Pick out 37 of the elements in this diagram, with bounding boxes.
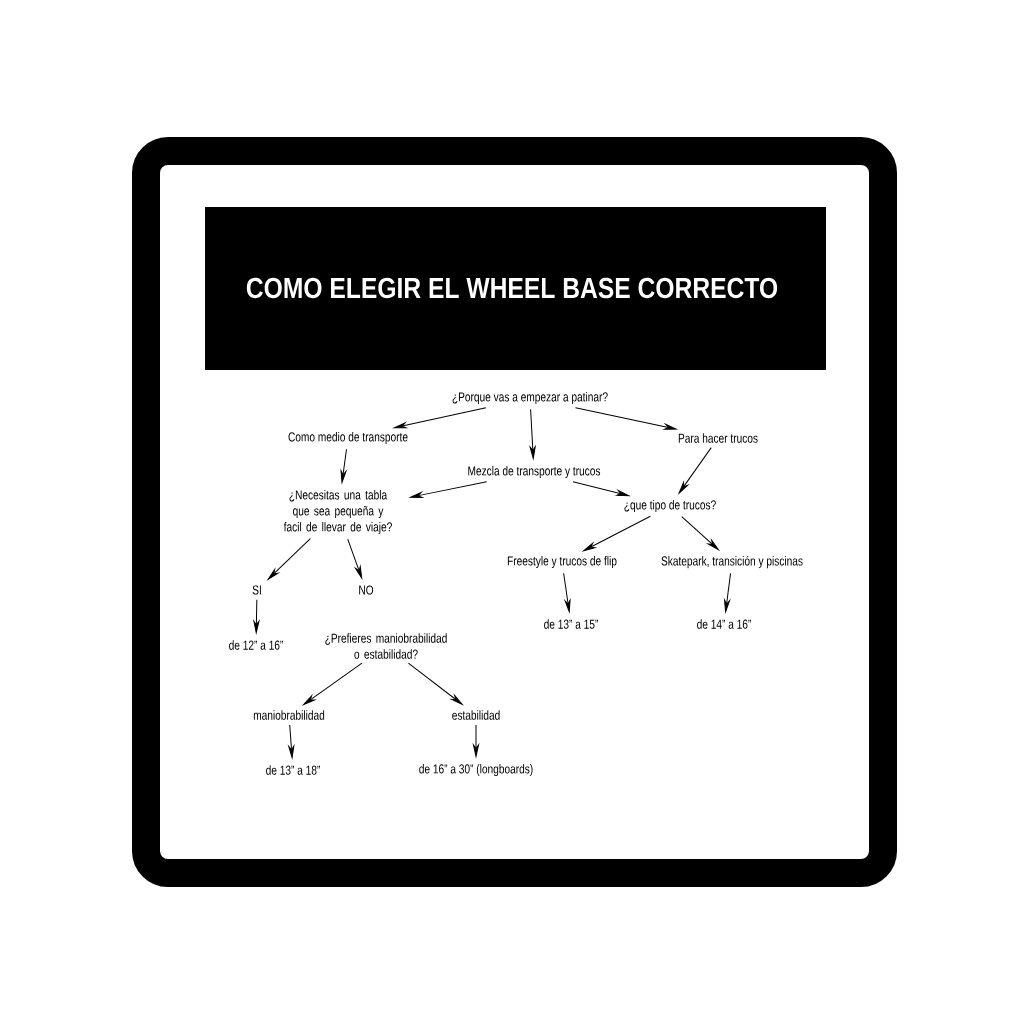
arrow <box>473 724 479 757</box>
arrow <box>409 481 488 498</box>
question-text: Como medio de transporte <box>288 431 408 445</box>
question-text: maniobrabilidad <box>253 710 325 720</box>
arrow <box>575 407 677 430</box>
question-text: ¿que tipo de trucos? <box>624 499 716 513</box>
question-text: NO <box>359 585 374 595</box>
arrow <box>253 599 260 634</box>
arrow <box>681 516 719 551</box>
question-text: Mezcla de transporte y trucos <box>468 465 601 479</box>
question-text: de 13” a 18” <box>266 765 320 775</box>
arrow <box>267 538 311 580</box>
arrow <box>572 481 630 497</box>
question-text: de 12” a 16” <box>229 640 283 650</box>
question-text: ¿Prefieres maniobrabilidad o estabilidad? <box>325 633 447 659</box>
arrow <box>303 662 363 705</box>
arrow <box>583 515 651 552</box>
question-text: Freestyle y trucos de flip <box>507 555 617 569</box>
question-text: ¿Porque vas a empezar a patinar? <box>452 391 608 405</box>
question-text: Skatepark, transición y piscinas <box>661 555 803 569</box>
arrow <box>529 408 536 459</box>
arrow <box>407 662 463 705</box>
arrow <box>340 448 347 483</box>
question-text: de 16” a 30” (longboards) <box>419 763 533 777</box>
arrow <box>347 538 363 579</box>
question-text: SI <box>252 585 261 595</box>
arrow <box>288 724 295 759</box>
question-text: ¿Necesitas una tabla que sea pequeña y facil de llevar de viaje? <box>283 489 392 535</box>
arrow <box>678 447 712 494</box>
question-text: Para hacer trucos <box>678 433 758 443</box>
title-banner: COMO ELEGIR EL WHEEL BASE CORRECTO <box>205 207 826 370</box>
question-text: estabilidad <box>452 710 500 720</box>
question-text: de 14” a 16” <box>697 619 751 629</box>
arrow <box>393 407 487 429</box>
arrow <box>724 572 732 613</box>
arrow <box>563 572 571 613</box>
question-text: de 13” a 15” <box>544 619 598 629</box>
